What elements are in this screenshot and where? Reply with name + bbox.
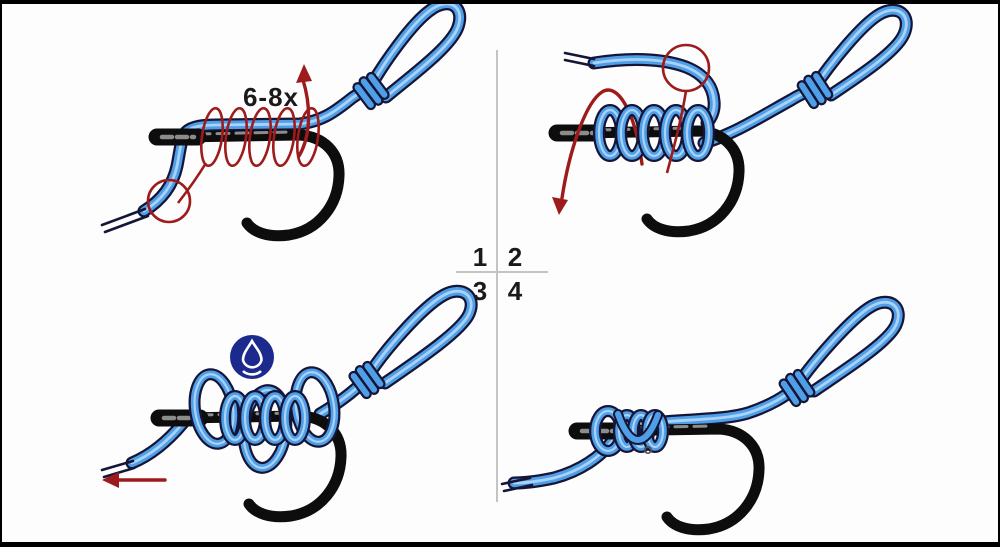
step-1-panel [100,4,467,242]
step-4-standing-line [655,295,905,429]
finished-knot-wraps [589,405,669,457]
wrap-count-label: 6-8x [242,82,300,112]
grid-divider-vertical [496,50,498,502]
tag-end-mark [100,207,147,227]
step-3-loose-coils [188,366,341,474]
loop-barrel-knot [796,70,834,110]
tag-end-mark [563,51,596,61]
step-1-line [100,4,467,234]
loop-barrel-knot [348,360,386,400]
grid-divider-horizontal [456,271,548,273]
wrap-direction-arrow [552,88,644,215]
wrap-spiral-annotation [176,106,320,204]
knot-diagram-stage: 6-8x 1 2 3 4 [2,4,998,542]
pull-up-arrow [296,64,312,158]
step-number-1: 1 [472,242,488,272]
water-droplet-icon [230,335,274,379]
step-number-2: 2 [507,242,523,272]
pull-left-arrow [102,472,167,488]
tag-cut-dot [644,446,653,455]
loop-barrel-knot [352,71,390,111]
tag-end-circle-annotation [146,178,192,224]
step-number-4: 4 [507,276,523,306]
step-2-standing-line [697,4,913,150]
tag-end-mark [100,459,135,472]
loop-barrel-knot [778,368,816,408]
tag-end-mark [500,476,532,486]
step-4-panel [500,295,905,536]
step-3-tag-line [100,416,190,479]
step-number-3: 3 [472,276,488,306]
step-1-hook [148,128,345,242]
step-2-coil-wraps [593,104,715,162]
step-2-tag-line [563,51,721,130]
step-3-panel [100,284,478,523]
step-3-standing-line [313,284,478,421]
tag-pull-line [665,90,688,174]
step-2-panel [548,4,913,238]
